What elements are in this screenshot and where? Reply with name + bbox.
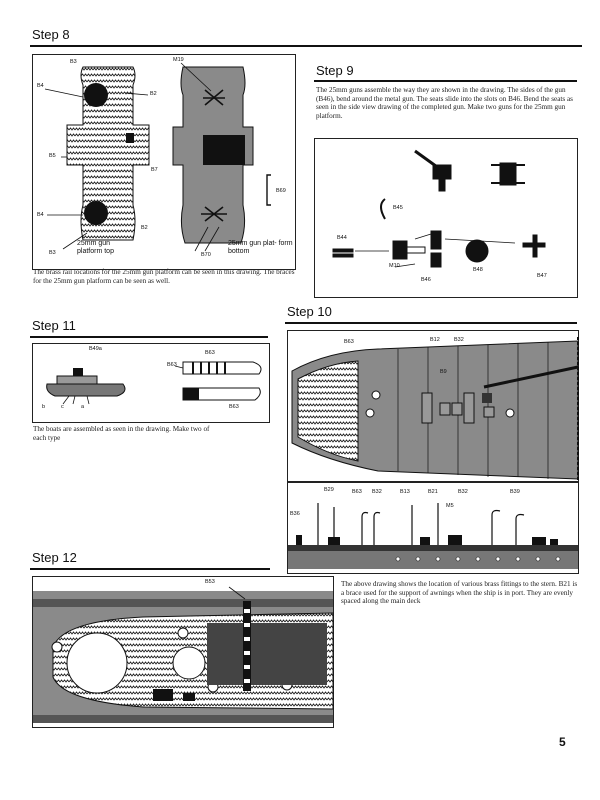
step10-deck-drawing <box>291 337 579 481</box>
step8-caption: The brass rail locations for the 25mm gu… <box>33 268 295 285</box>
step8-title: Step 8 <box>32 27 70 42</box>
label-b63-1: B63 <box>205 350 215 356</box>
label-b32-side-1: B32 <box>372 489 382 495</box>
label-b13: B13 <box>400 489 410 495</box>
platform-top-hole-2 <box>84 201 108 225</box>
label-b63-deck: B63 <box>344 339 354 345</box>
label-b45: B45 <box>393 205 403 211</box>
label-b32-side-2: B32 <box>458 489 468 495</box>
label-platform-top: 25mm gun platform top <box>77 240 114 255</box>
label-b63-side: B63 <box>352 489 362 495</box>
step11-drawing <box>46 361 262 405</box>
label-b39: B39 <box>510 489 520 495</box>
label-b5: B5 <box>49 153 56 159</box>
step10-rule <box>285 322 577 324</box>
step12-title: Step 12 <box>32 550 77 565</box>
step9-drawing <box>332 149 546 268</box>
step12-rule <box>30 568 270 570</box>
step12-figure-box: B53 <box>32 576 334 728</box>
label-b48: B48 <box>473 267 483 273</box>
label-b69: B69 <box>276 188 286 194</box>
step9-title: Step 9 <box>316 63 354 78</box>
label-b7: B7 <box>151 167 158 173</box>
label-a: a <box>81 404 85 410</box>
label-platform-bottom: 25mm gun plat- form bottom <box>228 240 293 255</box>
label-b3-top: B3 <box>70 59 77 65</box>
step8-drawing <box>44 62 271 252</box>
label-b46: B46 <box>421 277 431 283</box>
step11-figure-box: B49a B63 B63 B63 b c a <box>32 343 270 423</box>
label-m5: M5 <box>446 503 454 509</box>
label-b47: B47 <box>537 273 547 279</box>
label-b44: B44 <box>337 235 347 241</box>
label-b: b <box>42 404 46 410</box>
label-b70: B70 <box>201 252 211 258</box>
label-b63-3: B63 <box>229 404 239 410</box>
step10-title: Step 10 <box>287 304 332 319</box>
platform-top-shape <box>66 66 150 241</box>
step12-drawing <box>33 586 334 723</box>
label-b3-bottom: B3 <box>49 250 56 256</box>
step11-rule <box>30 336 268 338</box>
platform-top-hole-1 <box>84 83 108 107</box>
step10-side-drawing <box>288 503 578 569</box>
label-b2-top: B2 <box>150 91 157 97</box>
label-m10: M10 <box>389 263 400 269</box>
label-m19: M19 <box>173 57 184 63</box>
label-b63-2: B63 <box>167 362 177 368</box>
step10-deck-box: B63 B12 B32 B9 <box>287 330 579 482</box>
step11-title: Step 11 <box>32 318 76 333</box>
label-b53: B53 <box>205 579 215 585</box>
label-b49a: B49a <box>89 346 102 352</box>
label-b4-top: B4 <box>37 83 44 89</box>
label-b36: B36 <box>290 511 300 517</box>
step9-rule <box>314 80 577 82</box>
label-b21: B21 <box>428 489 438 495</box>
label-b9: B9 <box>440 369 447 375</box>
label-c: c <box>61 404 64 410</box>
label-b2-bottom: B2 <box>141 225 148 231</box>
step11-caption: The boats are assembled as seen in the d… <box>33 425 210 442</box>
label-b4-bottom: B4 <box>37 212 44 218</box>
step8-figure-box: B3 B4 B2 B5 B7 B4 B2 B3 M19 B69 B70 25mm… <box>32 54 296 270</box>
step8-rule <box>30 45 582 47</box>
step9-figure-box: B45 B44 M10 B46 B48 B47 <box>314 138 578 298</box>
step10-caption: The above drawing shows the location of … <box>341 580 578 606</box>
label-b12: B12 <box>430 337 440 343</box>
step9-caption: The 25mm guns assemble the way they are … <box>316 86 573 120</box>
step10-side-box: B29 B63 B32 B13 B21 B32 B39 B36 M5 <box>287 482 579 574</box>
label-b29: B29 <box>324 487 334 493</box>
label-b32-deck: B32 <box>454 337 464 343</box>
page-number: 5 <box>559 735 566 749</box>
